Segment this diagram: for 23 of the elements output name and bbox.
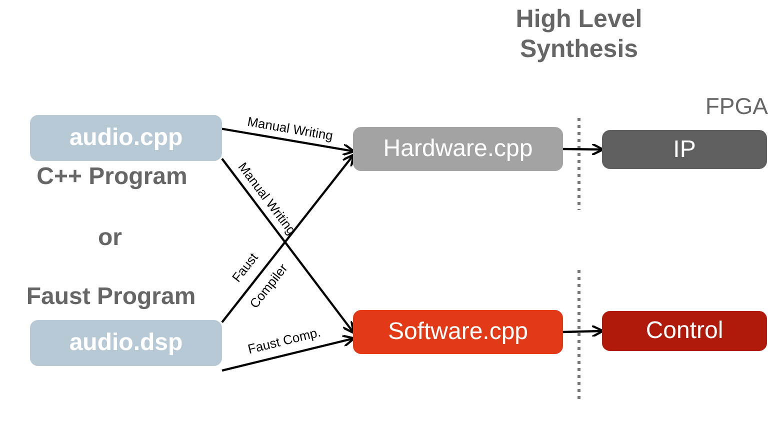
caption-text: Faust Program (25, 283, 197, 311)
node-label: Control (646, 317, 724, 345)
arrow (562, 142, 604, 156)
node-label: Hardware.cpp (383, 135, 533, 163)
caption-text: C++ Program (36, 163, 188, 191)
node-label: audio.cpp (69, 124, 183, 152)
annotation-text: or (97, 224, 123, 253)
caption-text: FPGA (704, 93, 768, 120)
arrow (222, 334, 356, 372)
node-label: audio.dsp (69, 329, 183, 357)
file-box (30, 320, 222, 366)
process-box (353, 310, 563, 354)
annotation-text: High Level Synthesis (514, 4, 644, 64)
edge-label: Faust Comp. (246, 324, 322, 358)
process-box (353, 127, 563, 171)
node-label: IP (673, 136, 696, 164)
process-box (602, 311, 767, 351)
arrow (562, 324, 604, 338)
edge-label: Manual Writing (246, 113, 334, 143)
process-box (602, 130, 767, 169)
arrow (222, 128, 356, 156)
file-box (30, 115, 222, 161)
node-label: Software.cpp (388, 318, 528, 346)
